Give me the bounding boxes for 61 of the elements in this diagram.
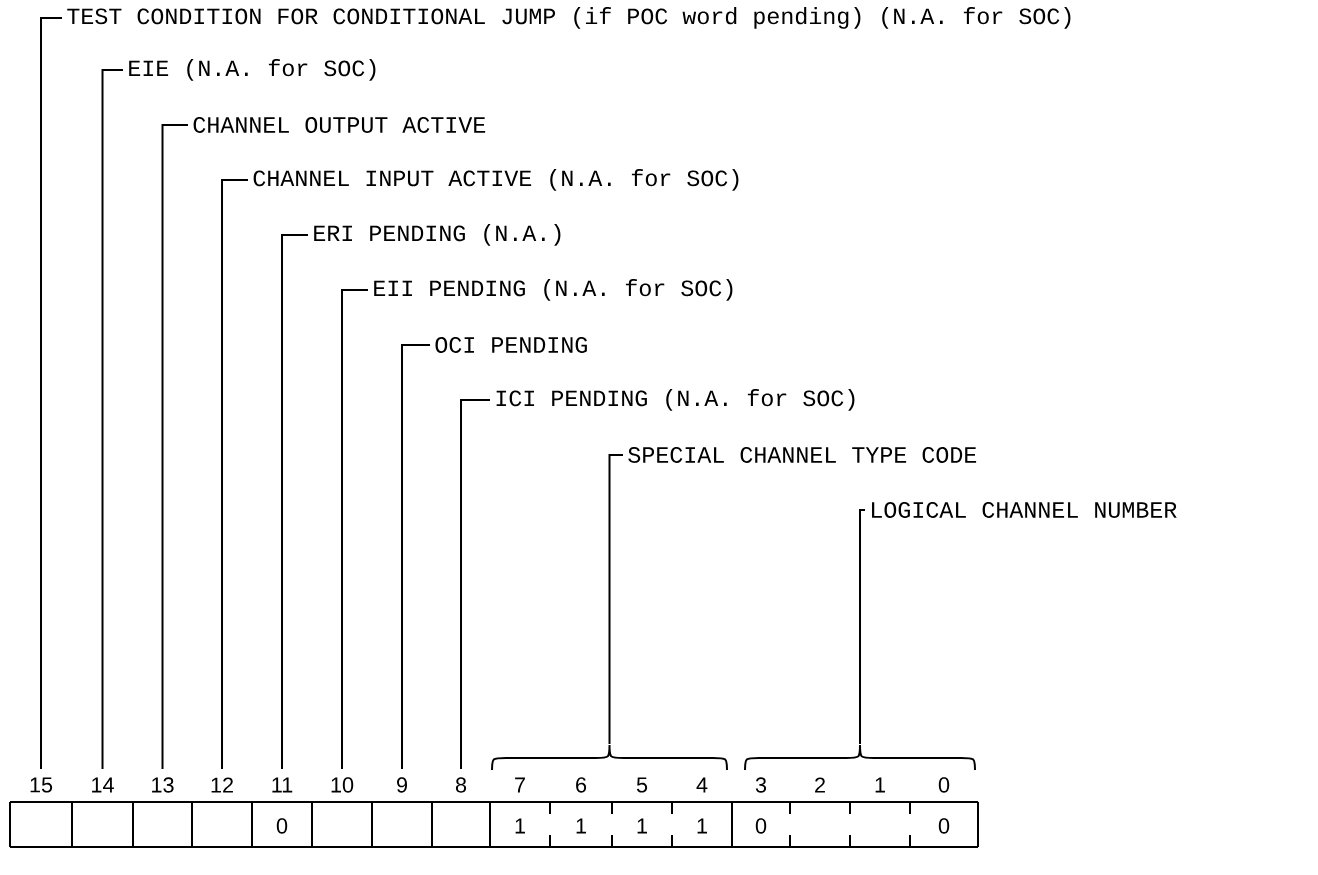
leader-line — [859, 509, 866, 745]
leader-line — [40, 17, 63, 770]
bit-cell — [9, 777, 73, 848]
field-label: ERI PENDING (N.A.) — [314, 224, 561, 246]
bit-number: 0 — [938, 777, 950, 793]
bit-number: 13 — [152, 777, 174, 793]
bit-cell — [549, 777, 613, 848]
bit-value: 1 — [697, 818, 707, 834]
field-label: CHANNEL INPUT ACTIVE (N.A. for SOC) — [253, 169, 739, 191]
bit-cell — [251, 777, 313, 848]
leader-line — [341, 289, 369, 770]
field-label: OCI PENDING — [435, 337, 587, 353]
bit-cell — [789, 777, 851, 848]
bit-cell — [909, 777, 979, 848]
bit-cell — [132, 777, 193, 848]
bit-number: 8 — [455, 777, 467, 793]
bit-cell — [431, 777, 491, 848]
bit-number: 6 — [576, 777, 587, 793]
field-label: CHANNEL OUTPUT ACTIVE — [193, 117, 486, 133]
bit-value: 0 — [276, 818, 288, 834]
bit-number: 10 — [331, 777, 354, 793]
bit-number: 3 — [755, 777, 767, 793]
bit-cell — [71, 777, 134, 848]
bit-cell — [849, 777, 911, 848]
leader-line — [401, 344, 431, 770]
leader-line — [281, 234, 309, 770]
field-label: SPECIAL CHANNEL TYPE CODE — [628, 447, 977, 463]
leader-line — [161, 124, 189, 770]
bit-value: 0 — [938, 818, 950, 834]
bit-cell — [671, 777, 733, 848]
bit-cell — [311, 777, 373, 848]
bit-number: 4 — [696, 777, 708, 793]
bit-value: 1 — [637, 818, 647, 834]
bit-value: 0 — [755, 818, 767, 834]
leader-line — [101, 69, 124, 770]
leader-line — [221, 179, 249, 770]
leader-line — [608, 454, 624, 745]
field-label: TEST CONDITION FOR CONDITIONAL JUMP (if POC word pending) (N.A. for SOC) — [67, 7, 1071, 29]
curly-bracket — [491, 744, 728, 771]
bit-number: 2 — [815, 777, 825, 793]
bit-number: 7 — [515, 777, 525, 793]
leader-line — [460, 399, 491, 770]
bit-cell — [191, 777, 253, 848]
bit-number: 1 — [875, 777, 885, 793]
bit-number: 14 — [92, 777, 114, 793]
field-label: LOGICAL CHANNEL NUMBER — [872, 502, 1177, 518]
curly-bracket — [744, 744, 976, 771]
bit-cell — [489, 777, 551, 848]
bit-cell — [611, 777, 673, 848]
bit-number: 11 — [272, 777, 293, 793]
bit-value: 1 — [515, 818, 525, 834]
bit-number: 15 — [30, 777, 53, 793]
bit-cell — [731, 777, 791, 848]
field-label: ICI PENDING (N.A. for SOC) — [496, 389, 855, 411]
field-label: EIE (N.A. for SOC) — [129, 59, 376, 81]
bit-number: 5 — [636, 777, 648, 793]
bit-cell — [371, 777, 433, 848]
bit-value: 1 — [576, 818, 586, 834]
field-label: EII PENDING (N.A. for SOC) — [374, 279, 733, 301]
bit-number: 9 — [397, 777, 407, 793]
bit-number: 12 — [211, 777, 233, 793]
